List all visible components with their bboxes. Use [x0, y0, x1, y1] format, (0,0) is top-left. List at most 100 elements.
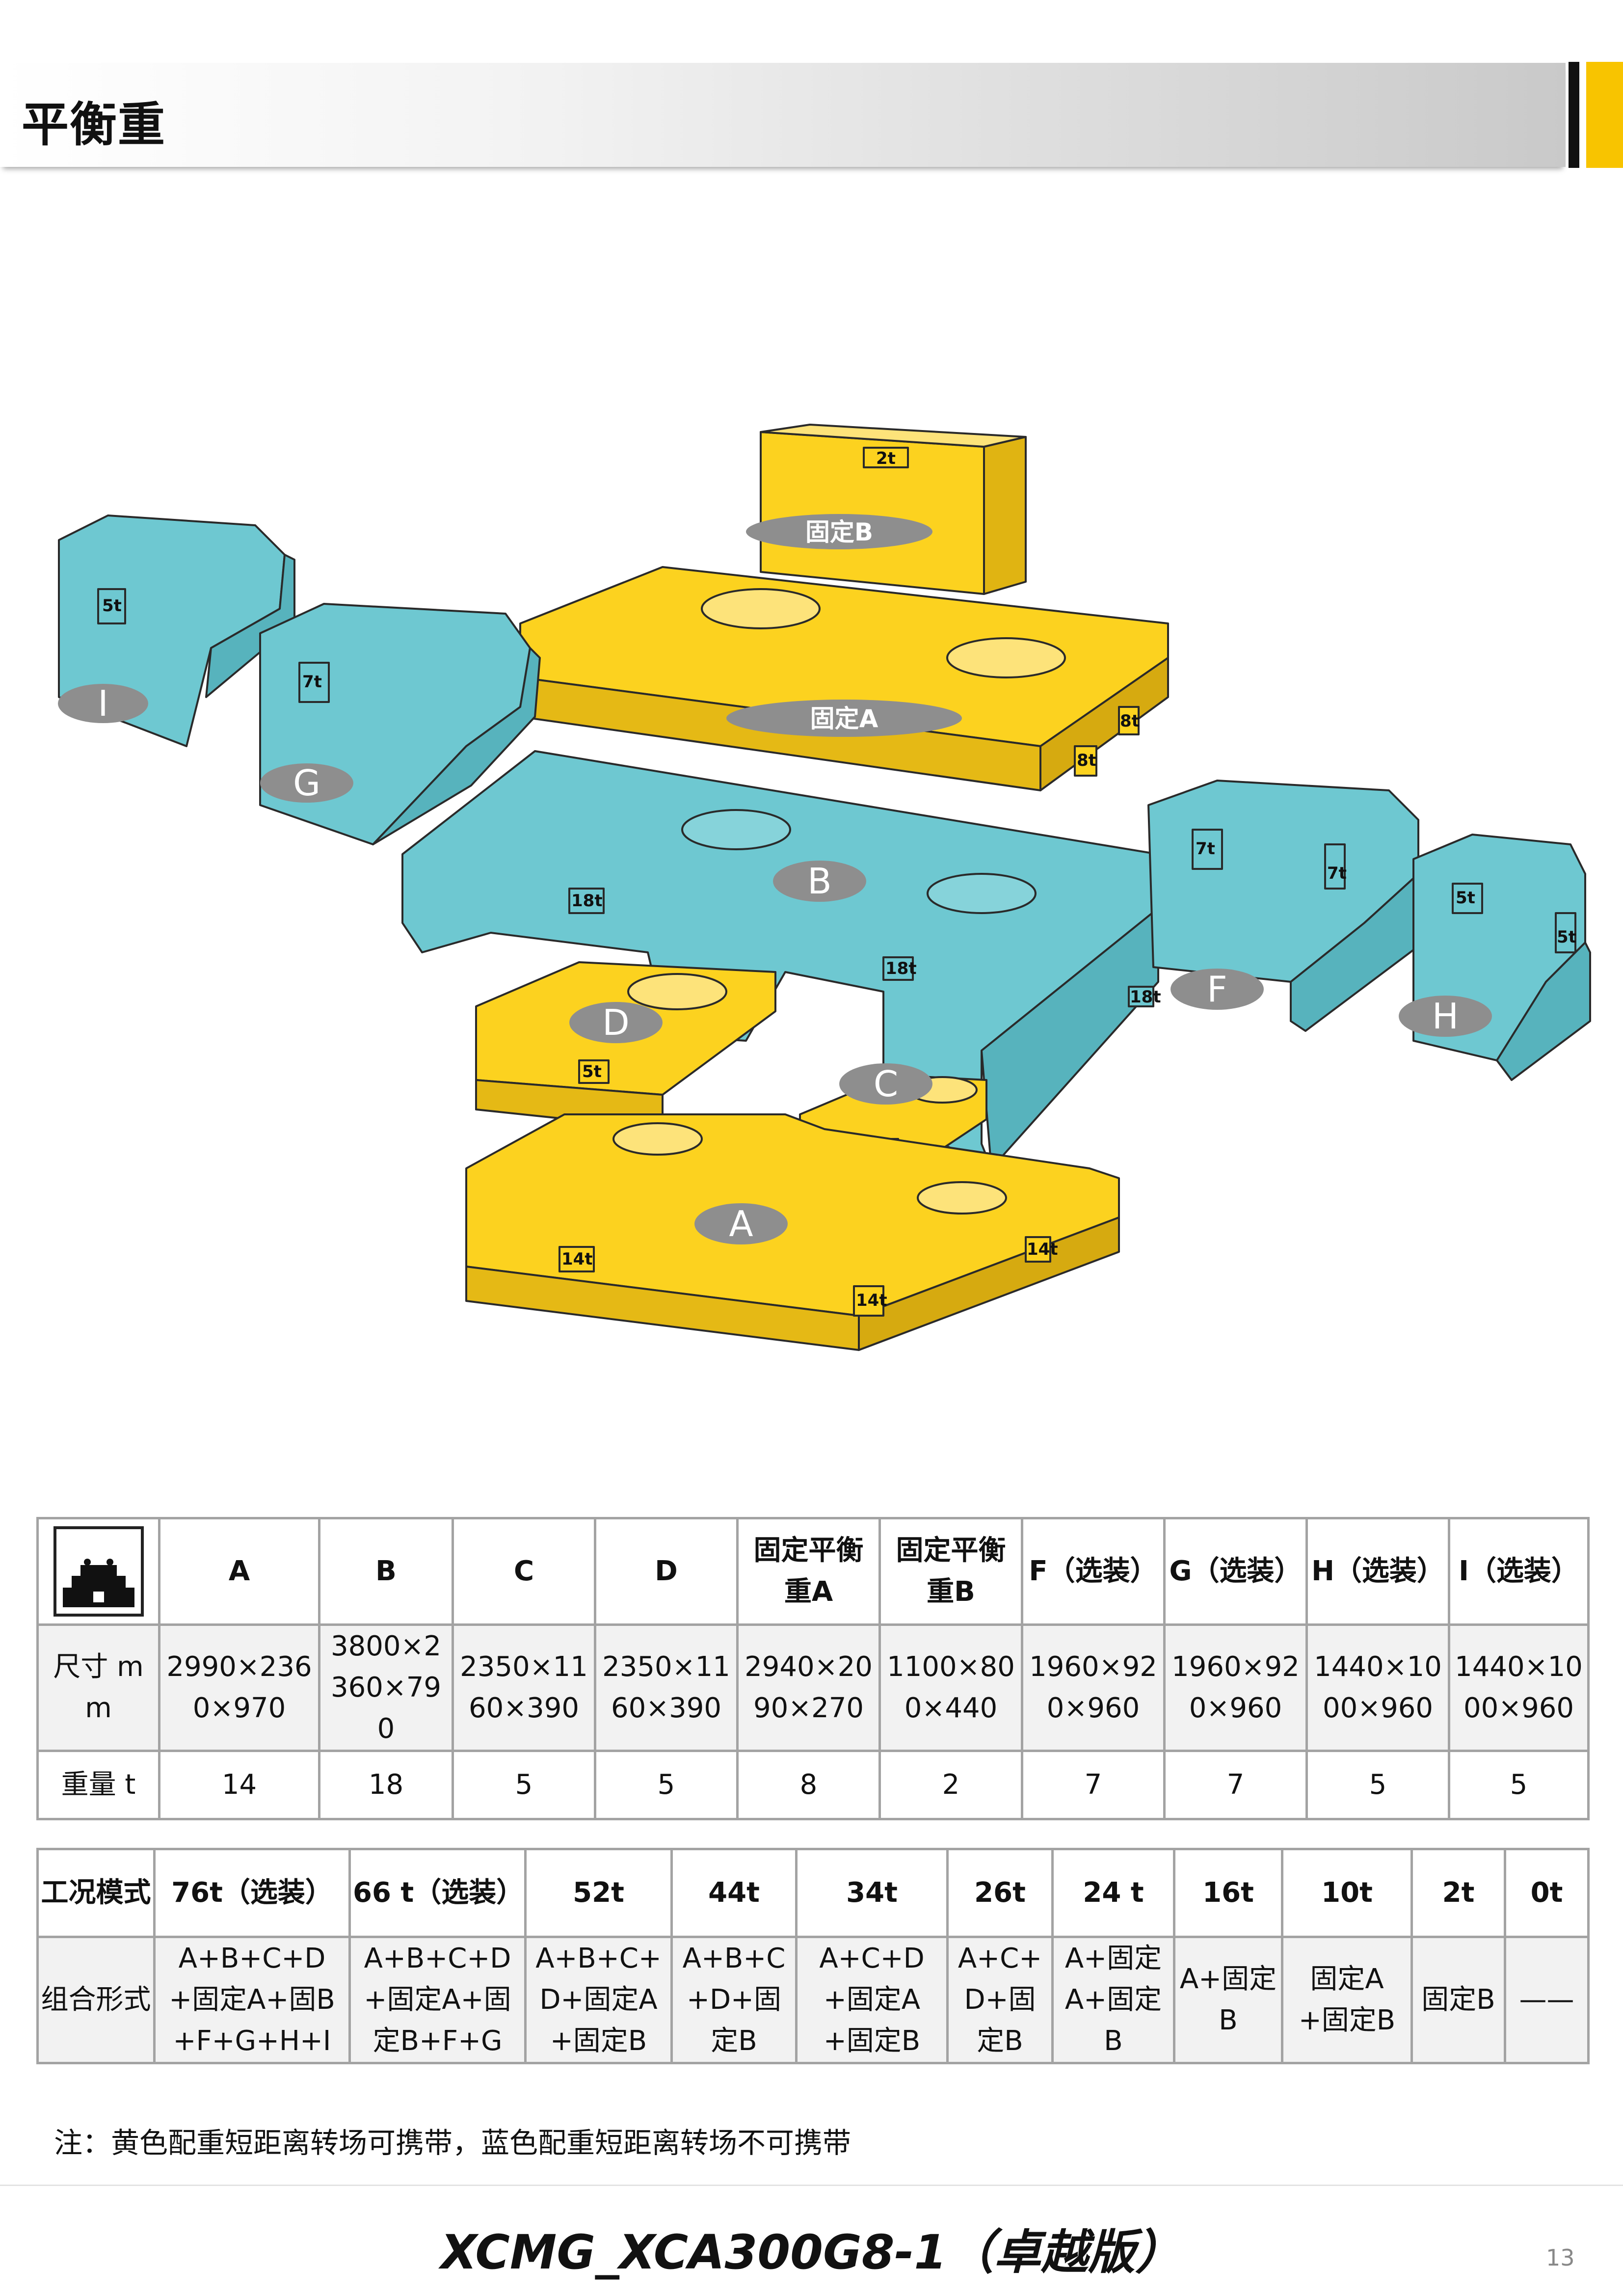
size-cell: 1440×1000×960 — [1448, 1623, 1590, 1752]
size-cell: 2940×2090×270 — [736, 1623, 881, 1752]
counterweight-icon — [52, 1525, 145, 1618]
weight-cell: 5 — [594, 1750, 739, 1820]
weight-cell: 14 — [158, 1750, 320, 1820]
size-cell: 1960×920×960 — [1163, 1623, 1308, 1752]
weight-cell: 7 — [1163, 1750, 1308, 1820]
block-a: 14t 14t 14t — [465, 1113, 1120, 1351]
weight-cell: 7 — [1021, 1750, 1166, 1820]
block-f: 7t 7t — [1147, 780, 1429, 1032]
stamp-b-2: 18t — [885, 959, 917, 978]
spec-col-b: B — [318, 1517, 454, 1626]
spec-size-row: 尺寸 mm 2990×2360×970 3800×2360×790 2350×1… — [36, 1623, 1590, 1752]
size-cell: 1960×920×960 — [1021, 1623, 1166, 1752]
block-fixed-a: 8t 8t — [519, 566, 1169, 791]
counterweight-spec-table: A B C D 固定平衡重A 固定平衡重B F（选装） G（选装） H（选装） … — [36, 1517, 1590, 1820]
combo-label: 组合形式 — [36, 1936, 156, 2064]
combo-cell: A+B+C+D+固定B — [670, 1936, 798, 2064]
mode-header-row: 工况模式 76t（选装） 66 t（选装） 52t 44t 34t 26t 24… — [36, 1848, 1590, 1938]
weight-cell: 2 — [878, 1750, 1023, 1820]
transport-note: 注：黄色配重短距离转场可携带，蓝色配重短距离转场不可携带 — [54, 2126, 851, 2160]
stamp-d: 5t — [582, 1062, 602, 1081]
size-label: 尺寸 mm — [36, 1623, 160, 1752]
footer-divider — [0, 2185, 1623, 2186]
label-fixed-a: 固定A — [810, 704, 878, 733]
stamp-h-1: 5t — [1456, 888, 1475, 908]
mode-cell: 24 t — [1051, 1848, 1175, 1938]
weight-label: 重量 t — [36, 1750, 160, 1820]
spec-weight-row: 重量 t 14 18 5 5 8 2 7 7 5 5 — [36, 1750, 1590, 1820]
label-i: I — [98, 683, 108, 724]
stamp-a-2: 14t — [856, 1291, 887, 1310]
footer-model-title: XCMG_XCA300G8-1（卓越版） — [440, 2225, 1183, 2280]
counterweight-illustration: 2t 8t 8t 5t — [58, 424, 1591, 1351]
spec-col-g: G（选装） — [1163, 1517, 1308, 1626]
label-g: G — [293, 762, 320, 804]
mode-cell: 66 t（选装） — [348, 1848, 527, 1938]
mode-cell: 0t — [1504, 1848, 1590, 1938]
header-accent-bar — [1569, 62, 1579, 168]
mode-combo-row: 组合形式 A+B+C+D+固定A+固B+F+G+H+I A+B+C+D+固定A+… — [36, 1936, 1590, 2064]
stamp-b-3: 18t — [1130, 987, 1161, 1007]
mode-cell: 2t — [1410, 1848, 1506, 1938]
combo-cell: 固定A+固定B — [1281, 1936, 1413, 2064]
combo-cell: A+固定A+固定B — [1051, 1936, 1175, 2064]
page-number: 13 — [1546, 2244, 1575, 2271]
label-fixed-b: 固定B — [805, 518, 873, 546]
stamp-fixed-a-1: 8t — [1077, 751, 1096, 770]
stamp-g: 7t — [302, 672, 322, 692]
stamp-b-1: 18t — [571, 891, 603, 911]
counterweight-diagram: 2t 8t 8t 5t — [49, 403, 1595, 1384]
size-cell: 2350×1160×390 — [452, 1623, 596, 1752]
mode-cell: 10t — [1281, 1848, 1413, 1938]
mode-cell: 52t — [524, 1848, 673, 1938]
spec-col-h: H（选装） — [1305, 1517, 1450, 1626]
block-labels: 固定B 固定A B I G F H D C A — [58, 514, 1492, 1244]
block-d: 5t — [475, 961, 776, 1130]
label-c: C — [874, 1063, 898, 1105]
stamp-fixed-a-2: 8t — [1120, 711, 1140, 731]
block-b: 18t 18t 18t — [401, 750, 1161, 1169]
block-fixed-b: 2t — [760, 424, 1027, 595]
mode-cell: 44t — [670, 1848, 798, 1938]
spec-col-f: F（选装） — [1021, 1517, 1166, 1626]
combo-cell: A+C+D+固定A+固定B — [795, 1936, 949, 2064]
spec-col-c: C — [452, 1517, 596, 1626]
size-cell: 2350×1160×390 — [594, 1623, 739, 1752]
weight-cell: 5 — [1305, 1750, 1450, 1820]
block-h: 5t 5t — [1412, 834, 1591, 1081]
page-title: 平衡重 — [22, 97, 166, 152]
stamp-f-1: 7t — [1196, 839, 1215, 859]
spec-col-i: I（选装） — [1448, 1517, 1590, 1626]
spec-col-a: A — [158, 1517, 320, 1626]
mode-cell: 16t — [1173, 1848, 1283, 1938]
stamp-fixed-b: 2t — [876, 449, 896, 468]
combo-cell: A+B+C+D+固定A+固定B — [524, 1936, 673, 2064]
stamp-a-1: 14t — [561, 1249, 593, 1269]
combo-cell: A+B+C+D+固定A+固B+F+G+H+I — [153, 1936, 351, 2064]
combo-cell: —— — [1504, 1936, 1590, 2064]
combo-cell: 固定B — [1410, 1936, 1506, 2064]
mode-label: 工况模式 — [36, 1848, 156, 1938]
weight-cell: 5 — [452, 1750, 596, 1820]
spec-col-fixed-b: 固定平衡重B — [878, 1517, 1023, 1626]
working-mode-table: 工况模式 76t（选装） 66 t（选装） 52t 44t 34t 26t 24… — [36, 1848, 1590, 2064]
label-d: D — [602, 1002, 629, 1043]
size-cell: 1100×800×440 — [878, 1623, 1023, 1752]
size-cell: 2990×2360×970 — [158, 1623, 320, 1752]
spec-icon-cell — [36, 1517, 160, 1626]
label-a: A — [729, 1203, 753, 1244]
stamp-i: 5t — [102, 596, 122, 616]
header-accent-block — [1586, 62, 1623, 168]
spec-header-row: A B C D 固定平衡重A 固定平衡重B F（选装） G（选装） H（选装） … — [36, 1517, 1590, 1626]
weight-cell: 18 — [318, 1750, 454, 1820]
mode-cell: 76t（选装） — [153, 1848, 351, 1938]
stamp-a-3: 14t — [1027, 1240, 1058, 1259]
stamp-f-2: 7t — [1327, 864, 1347, 883]
label-h: H — [1432, 996, 1459, 1037]
combo-cell: A+B+C+D+固定A+固定B+F+G — [348, 1936, 527, 2064]
label-b: B — [807, 861, 831, 902]
spec-col-d: D — [594, 1517, 739, 1626]
spec-col-fixed-a: 固定平衡重A — [736, 1517, 881, 1626]
weight-cell: 5 — [1448, 1750, 1590, 1820]
weight-cell: 8 — [736, 1750, 881, 1820]
